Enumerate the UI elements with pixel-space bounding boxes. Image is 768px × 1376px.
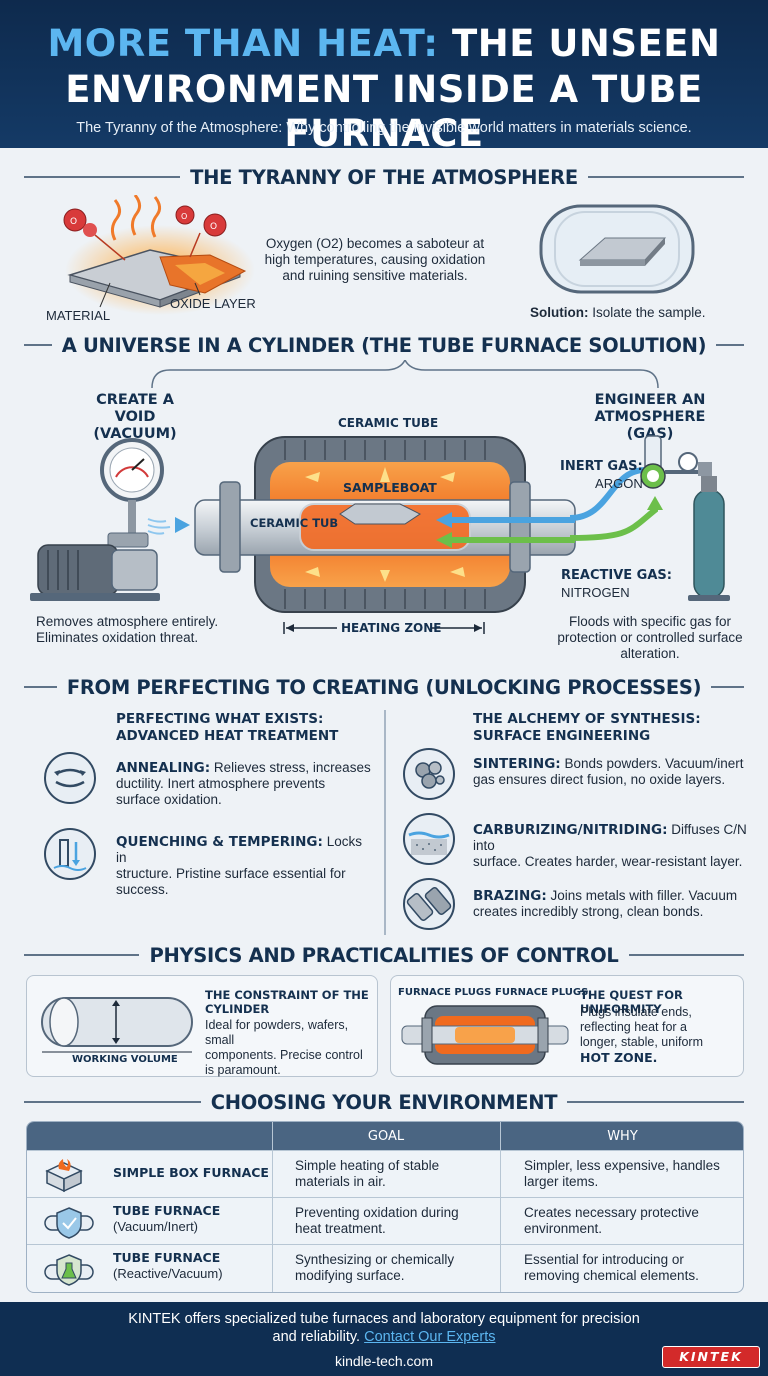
furnace-plugs-right-label: FURNACE PLUGS (495, 987, 589, 998)
row-name: TUBE FURNACE (Reactive/Vacuum) (113, 1250, 223, 1281)
hot-zone-illustration (401, 1005, 569, 1065)
flask-shield-icon (44, 1254, 94, 1286)
table-row: TUBE FURNACE (Vacuum/Inert) Preventing o… (27, 1197, 743, 1244)
solution-text: Solution: Isolate the sample. (530, 305, 706, 320)
section-environment-heading: CHOOSING YOUR ENVIRONMENT (24, 1087, 744, 1117)
footer-site[interactable]: kindle-tech.com (334, 1353, 434, 1369)
heating-zone-label: HEATING ZONE (341, 621, 442, 635)
void-description: Removes atmosphere entirely.Eliminates o… (36, 614, 219, 645)
oxide-layer-label: OXIDE LAYER (170, 296, 256, 311)
contact-experts-link[interactable]: Contact Our Experts (364, 1329, 496, 1345)
quenching-icon (44, 828, 96, 880)
reactive-gas-label: REACTIVE GAS: NITROGEN (561, 568, 672, 600)
annealing-icon (44, 752, 96, 804)
sintering-icon (403, 748, 455, 800)
furnace-plugs-left-label: FURNACE PLUGS (398, 987, 492, 998)
material-label: MATERIAL (46, 308, 111, 323)
why-column-header: WHY (607, 1129, 638, 1144)
void-title: CREATE A VOID(VACUUM) (93, 392, 177, 442)
annealing-text: ANNEALING: Relieves stress, increases du… (116, 760, 371, 807)
carburizing-text: CARBURIZING/NITRIDING: Diffuses C/N into… (473, 822, 747, 869)
heating-zone-arrow (283, 622, 485, 634)
section-processes-heading: FROM PERFECTING TO CREATING (UNLOCKING P… (24, 672, 745, 702)
oxidation-illustration: O O O (63, 195, 255, 315)
sintering-text: SINTERING: Bonds powders. Vacuum/inert g… (473, 756, 744, 787)
surface-engineering-title: THE ALCHEMY OF SYNTHESIS:SURFACE ENGINEE… (473, 711, 701, 744)
main-title-line-1: MORE THAN HEAT: THE UNSEEN (0, 22, 768, 66)
table-row: SIMPLE BOX FURNACE Simple heating of sta… (27, 1150, 743, 1197)
o2-molecule-label: O (70, 217, 77, 227)
table-row: TUBE FURNACE (Reactive/Vacuum) Synthesiz… (27, 1244, 743, 1292)
environment-table-header: GOAL WHY (27, 1122, 743, 1150)
ceramic-tube-top-label: CERAMIC TUBE (338, 416, 439, 430)
heat-treatment-title: PERFECTING WHAT EXISTS:ADVANCED HEAT TRE… (116, 711, 339, 744)
working-volume-illustration (41, 997, 193, 1053)
row-name: SIMPLE BOX FURNACE (113, 1165, 269, 1180)
main-title-line-2: ENVIRONMENT INSIDE A TUBE FURNACE (65, 68, 703, 155)
o2-molecule-label: O (181, 212, 187, 221)
subtitle: The Tyranny of the Atmosphere: Why contr… (76, 120, 692, 136)
brazing-icon (403, 878, 455, 930)
column-divider (500, 1122, 501, 1292)
processes-divider (384, 710, 386, 935)
inert-gas-label: INERT GAS: ARGON (560, 459, 643, 491)
brazing-text: BRAZING: Joins metals with filler. Vacuu… (473, 888, 738, 919)
ceramic-tub-side-label: CERAMIC TUB (250, 516, 339, 530)
kintek-logo: KINTEK (662, 1346, 760, 1368)
shield-tube-icon (44, 1207, 94, 1239)
title-accent: MORE THAN HEAT: (47, 22, 439, 65)
quenching-text: QUENCHING & TEMPERING: Locks in structur… (116, 834, 362, 897)
row-name: TUBE FURNACE (Vacuum/Inert) (113, 1203, 221, 1234)
gas-cylinder-illustration (570, 435, 730, 601)
uniformity-title: THE QUEST FOR UNIFORMITY (580, 988, 683, 1016)
column-divider (272, 1122, 273, 1292)
tube-furnace-illustration (194, 436, 576, 613)
sampleboat-label: SAMPLEBOAT (343, 480, 437, 495)
footer-text: KINTEK offers specialized tube furnaces … (128, 1311, 640, 1345)
footer: KINTEK offers specialized tube furnaces … (0, 1302, 768, 1376)
carburizing-icon (403, 813, 455, 865)
section-tyranny-heading: THE TYRANNY OF THE ATMOSPHERE (24, 162, 745, 192)
header-banner: MORE THAN HEAT: THE UNSEEN ENVIRONMENT I… (0, 0, 768, 155)
bracket-connector (151, 360, 659, 389)
vacuum-pump-illustration (30, 438, 190, 601)
o2-molecule-label: O (210, 222, 217, 232)
section-cylinder-heading: A UNIVERSE IN A CYLINDER (THE TUBE FURNA… (24, 330, 745, 360)
isolated-sample-icon (539, 204, 695, 294)
working-volume-label: WORKING VOLUME (72, 1054, 178, 1065)
uniformity-text: Plugs insulate ends,reflecting heat for … (580, 1005, 703, 1065)
environment-table: GOAL WHY SIMPLE BOX FURNACE Simple heati… (26, 1121, 744, 1293)
oxygen-description: Oxygen (O2) becomes a saboteur at high t… (264, 236, 486, 283)
box-furnace-icon (45, 1159, 83, 1193)
title-rest: THE UNSEEN (451, 22, 721, 65)
goal-column-header: GOAL (367, 1129, 405, 1144)
section-physics-heading: PHYSICS AND PRACTICALITIES OF CONTROL (24, 940, 745, 970)
